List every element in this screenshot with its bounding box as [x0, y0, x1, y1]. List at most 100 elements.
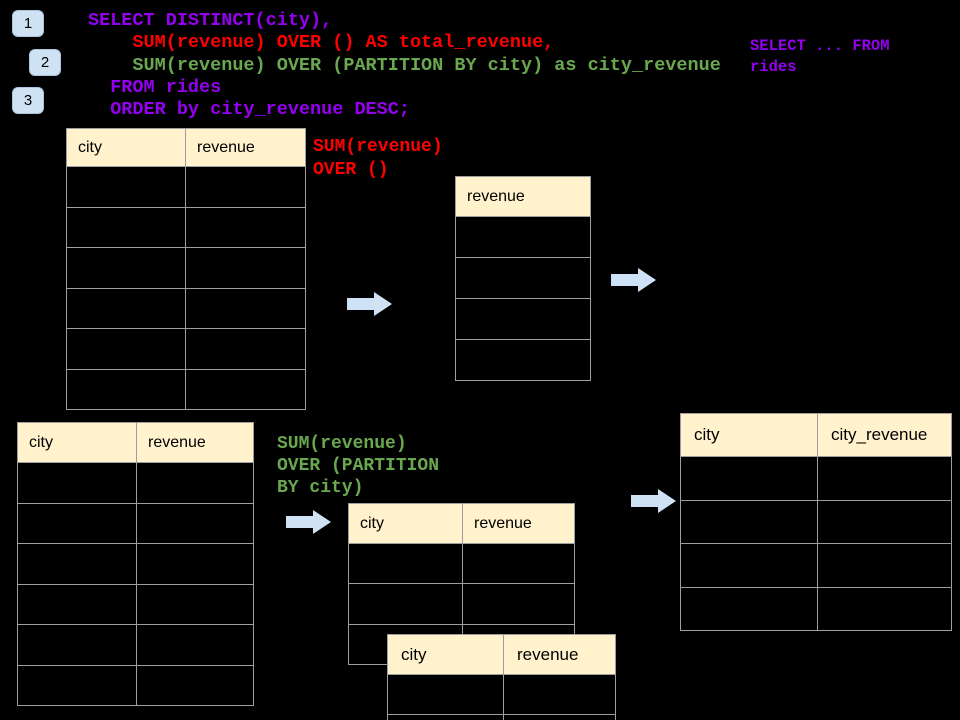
table-row — [455, 216, 591, 258]
table-row — [455, 339, 591, 381]
empty-cell — [348, 583, 463, 625]
empty-cell — [17, 502, 137, 544]
empty-cell — [17, 664, 137, 706]
table-row — [66, 328, 306, 370]
column-header: city — [387, 634, 504, 675]
table-row — [680, 456, 952, 501]
column-header: city_revenue — [817, 413, 952, 457]
table-row — [348, 583, 575, 625]
flow-arrow-right-3 — [286, 510, 331, 534]
table-row — [66, 287, 306, 329]
empty-cell — [136, 502, 254, 544]
empty-cell — [817, 499, 952, 544]
empty-cell — [17, 543, 137, 585]
empty-cell — [66, 206, 186, 248]
empty-cell — [817, 543, 952, 588]
flow-arrow-right-2 — [611, 268, 656, 292]
table-row — [66, 247, 306, 289]
empty-cell — [185, 206, 306, 248]
code-line: BY city) — [277, 478, 364, 498]
sql-side-note: SELECT ... FROM rides — [750, 36, 890, 78]
code-line: SUM(revenue) — [313, 137, 443, 157]
empty-cell — [136, 462, 254, 504]
empty-cell — [66, 328, 186, 370]
table-row — [17, 664, 254, 706]
column-header: revenue — [185, 128, 306, 167]
empty-cell — [136, 664, 254, 706]
table-row — [66, 206, 306, 248]
empty-cell — [387, 714, 504, 720]
code-line: ORDER by city_revenue DESC; — [88, 99, 410, 121]
empty-cell — [185, 368, 306, 410]
empty-cell — [680, 456, 818, 501]
empty-cell — [136, 624, 254, 666]
code-line: OVER (PARTITION — [277, 456, 440, 476]
step-badge-2: 2 — [29, 49, 61, 76]
empty-cell — [185, 166, 306, 208]
table-row — [680, 499, 952, 544]
empty-cell — [348, 542, 463, 585]
table-row — [455, 298, 591, 340]
empty-cell — [503, 714, 616, 720]
empty-cell — [455, 339, 591, 381]
empty-cell — [680, 499, 818, 544]
total-revenue-label: SUM(revenue) OVER () — [313, 136, 443, 182]
empty-cell — [462, 583, 575, 625]
column-header: revenue — [503, 634, 616, 675]
empty-cell — [817, 456, 952, 501]
step-badge-3: 3 — [12, 87, 44, 114]
table-row — [17, 462, 254, 504]
table-row — [17, 502, 254, 544]
table-row — [17, 624, 254, 666]
column-header: city — [17, 422, 137, 463]
code-line: SUM(revenue) OVER () AS total_revenue, — [88, 32, 555, 54]
table-row — [348, 542, 575, 585]
header-row: revenue — [455, 176, 591, 217]
code-line: SUM(revenue) — [277, 434, 407, 454]
empty-cell — [455, 216, 591, 258]
code-line: OVER () — [313, 160, 389, 180]
column-header: city — [680, 413, 818, 457]
column-header: revenue — [455, 176, 591, 217]
code-line: FROM rides — [88, 76, 222, 98]
revenue-result-table: revenue — [455, 176, 591, 381]
empty-cell — [503, 674, 616, 715]
table-row — [66, 166, 306, 208]
table-row — [455, 257, 591, 299]
code-line: SUM(revenue) OVER (PARTITION BY city) as… — [88, 54, 721, 76]
empty-cell — [17, 583, 137, 625]
empty-cell — [455, 298, 591, 340]
code-line: SELECT ... FROM — [750, 37, 890, 55]
empty-cell — [66, 247, 186, 289]
empty-cell — [185, 328, 306, 370]
table-row — [680, 586, 952, 631]
empty-cell — [185, 247, 306, 289]
table-row — [17, 543, 254, 585]
sql-code-block: SELECT DISTINCT(city), SUM(revenue) OVER… — [88, 10, 721, 121]
empty-cell — [17, 624, 137, 666]
empty-cell — [66, 287, 186, 329]
column-header: city — [348, 503, 463, 544]
column-header: revenue — [136, 422, 254, 463]
code-line: rides — [750, 58, 797, 76]
step-badge-1: 1 — [12, 10, 44, 37]
empty-cell — [185, 287, 306, 329]
empty-cell — [455, 257, 591, 299]
column-header: revenue — [462, 503, 575, 544]
table-row — [17, 583, 254, 625]
flow-arrow-right-4 — [631, 489, 676, 513]
flow-arrow-right-1 — [347, 292, 392, 316]
table-row — [387, 674, 616, 715]
table-row — [66, 368, 306, 410]
empty-cell — [680, 543, 818, 588]
table-row — [387, 714, 616, 720]
